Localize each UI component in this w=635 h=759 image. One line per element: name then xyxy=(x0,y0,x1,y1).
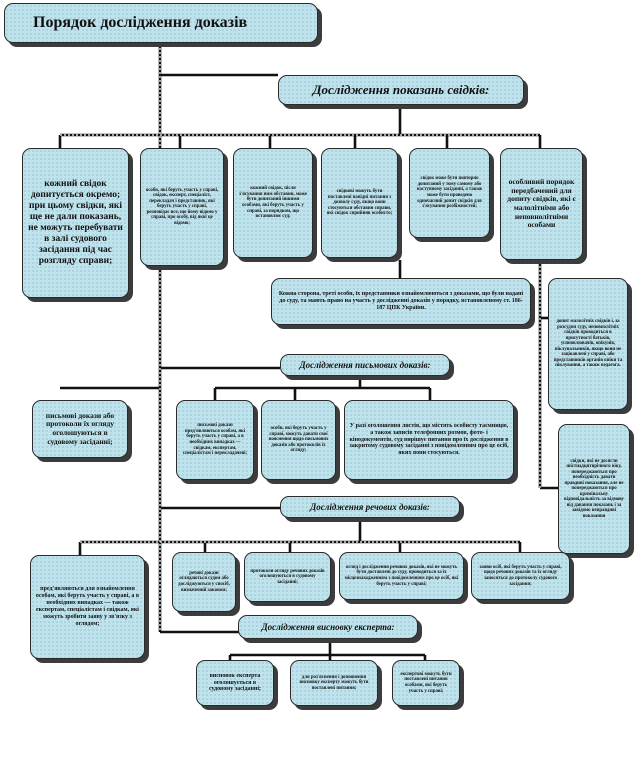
expert-box-2: для роз'яснення і доповнення висновку ек… xyxy=(290,660,378,706)
expert-box-3: експертові можуть бути поставлені питанн… xyxy=(392,660,460,706)
written-header: Дослідження письмових доказів: xyxy=(280,354,450,376)
material-header: Дослідження речових доказів: xyxy=(280,496,460,518)
witness-box-6: особливий порядок передбачений для допит… xyxy=(500,148,583,260)
rights-box: Кожна сторона, треті особи, їх представн… xyxy=(271,278,531,325)
written-box-1: письмові докази пред'являються особам, я… xyxy=(176,400,254,480)
witness-box-2: особи, які беруть участь у справі, свідо… xyxy=(140,148,224,266)
material-box-3: огляд і дослідження речових доказів, які… xyxy=(339,552,464,600)
material-box-4: заяви осіб, які беруть участь у справі, … xyxy=(471,552,570,600)
material-box-2: протоколи огляду речових доказів оголошу… xyxy=(244,552,331,602)
witness-box-4: свідкові можуть бути поставлені навідні … xyxy=(321,148,398,258)
witness-box-5: свідок може бути повторно допитаний у то… xyxy=(409,148,490,238)
material-left-box: пред'являються для ознайомлення особам, … xyxy=(30,555,145,659)
expert-box-1: висновок експерта оголошується в судовом… xyxy=(196,660,274,706)
witness-box-3: кожний свідок, після з'ясування ним обст… xyxy=(233,148,313,258)
expert-header: Дослідження висновку експерта: xyxy=(238,615,418,639)
witness-header: Дослідження показань свідків: xyxy=(278,75,524,105)
page-title: Порядок дослідження доказів xyxy=(33,13,248,31)
witness-box-1: кожний свідок допитується окремо; при ць… xyxy=(22,148,129,298)
minor-witness-box: допит малолітніх свідків і, за розсудом … xyxy=(548,278,628,410)
material-box-1: речові докази оглядаються судом або досл… xyxy=(172,552,236,612)
page-title-box: Порядок дослідження доказів xyxy=(4,3,318,43)
written-left-box: письмові докази або протоколи їх огляду … xyxy=(32,400,128,458)
written-box-3: У разі оголошення листів, що містять осо… xyxy=(344,400,514,480)
written-box-2: особи, які беруть участь у справі, можут… xyxy=(261,400,336,480)
minor-witness-box-2: свідки, які не досягли шістнадцятирічног… xyxy=(558,424,630,554)
